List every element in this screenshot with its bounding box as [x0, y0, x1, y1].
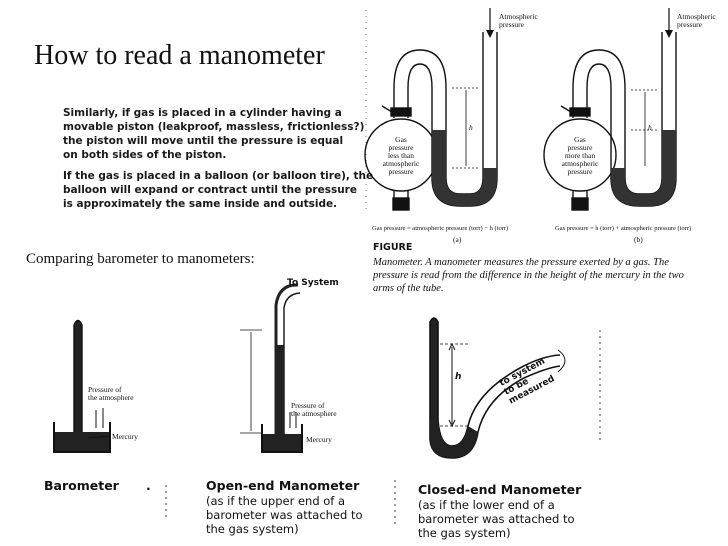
label-a: (a) — [453, 235, 462, 244]
sub-line: barometer was attached to — [418, 512, 575, 526]
label-line: the atmosphere — [291, 409, 337, 418]
figure-caption: Manometer. A manometer measures the pres… — [373, 256, 684, 295]
page-title: How to read a manometer — [34, 40, 325, 71]
paragraph-line: the piston will move until the pressure … — [63, 135, 344, 147]
label-line: Pressure of — [88, 385, 122, 394]
paragraph-line: on both sides of the piston. — [63, 149, 227, 161]
equation-a: Gas pressure = atmospheric pressure (tor… — [372, 225, 509, 232]
label-line: the atmosphere — [88, 393, 134, 402]
caption-line: arms of the tube. — [373, 283, 444, 294]
label-line: Pressure of — [291, 401, 325, 410]
gas-line: more than — [564, 151, 596, 160]
sub-line: barometer was attached to — [206, 508, 363, 522]
closed-end-title: Closed-end Manometer — [418, 482, 582, 497]
sub-line: the gas system) — [206, 522, 299, 536]
gas-line: Gas — [395, 135, 407, 144]
sub-line: (as if the upper end of a — [206, 494, 346, 508]
gas-line: atmospheric — [382, 159, 420, 168]
paragraph-line: movable piston (leakproof, massless, fri… — [63, 121, 365, 133]
closed-end-subtitle: (as if the lower end of a barometer was … — [418, 498, 575, 540]
equation-b: Gas pressure = h (torr) + atmospheric pr… — [555, 225, 692, 232]
paragraph-balloon: If the gas is placed in a balloon (or ba… — [63, 169, 373, 211]
comparing-heading: Comparing barometer to manometers: — [26, 251, 255, 267]
open-end-drawing — [240, 283, 303, 453]
gas-line: Gas — [574, 135, 586, 144]
atmospheric-label-b: Atmospheric pressure — [677, 13, 716, 29]
gas-label-a: Gas pressure less than atmospheric press… — [380, 136, 422, 176]
closed-end-h-label: h — [455, 372, 462, 382]
caption-line: pressure is read from the difference in … — [373, 270, 684, 281]
barometer-mercury-label: Mercury — [112, 432, 138, 441]
gas-line: atmospheric — [561, 159, 599, 168]
open-end-mercury-label: Mercury — [306, 435, 332, 444]
open-end-title: Open-end Manometer — [206, 478, 360, 493]
gas-label-b: Gas pressure more than atmospheric press… — [559, 136, 601, 176]
open-end-pressure-label: Pressure of the atmosphere — [291, 402, 337, 418]
figure-word: FIGURE — [373, 242, 413, 253]
manometer-a-drawing — [364, 8, 498, 211]
gas-line: pressure — [388, 143, 414, 152]
manometer-b-drawing — [543, 8, 677, 211]
barometer-title: Barometer — [44, 478, 119, 493]
atm-line: pressure — [677, 20, 702, 29]
caption-line: Manometer. A manometer measures the pres… — [373, 257, 669, 268]
sub-line: the gas system) — [418, 526, 511, 540]
paragraph-piston: Similarly, if gas is placed in a cylinde… — [63, 106, 364, 162]
atm-line: Atmospheric — [499, 12, 538, 21]
h-label-b: h — [648, 123, 652, 132]
barometer-drawing — [53, 319, 111, 453]
gas-line: pressure — [567, 167, 593, 176]
paragraph-line: Similarly, if gas is placed in a cylinde… — [63, 107, 342, 119]
barometer-dot: . — [146, 478, 151, 493]
gas-line: pressure — [388, 167, 414, 176]
gas-line: less than — [387, 151, 415, 160]
barometer-pressure-label: Pressure of the atmosphere — [88, 386, 134, 402]
paragraph-line: balloon will expand or contract until th… — [63, 184, 357, 196]
paragraph-line: If the gas is placed in a balloon (or ba… — [63, 170, 374, 182]
atm-line: pressure — [499, 20, 524, 29]
open-end-subtitle: (as if the upper end of a barometer was … — [206, 494, 363, 536]
closed-end-drawing — [429, 317, 566, 459]
sub-line: (as if the lower end of a — [418, 498, 555, 512]
gas-line: pressure — [567, 143, 593, 152]
paragraph-line: is approximately the same inside and out… — [63, 198, 338, 210]
label-b: (b) — [634, 235, 643, 244]
h-label-a: h — [469, 123, 473, 132]
atmospheric-label-a: Atmospheric pressure — [499, 13, 538, 29]
open-end-to-system: To System — [287, 278, 339, 288]
atm-line: Atmospheric — [677, 12, 716, 21]
